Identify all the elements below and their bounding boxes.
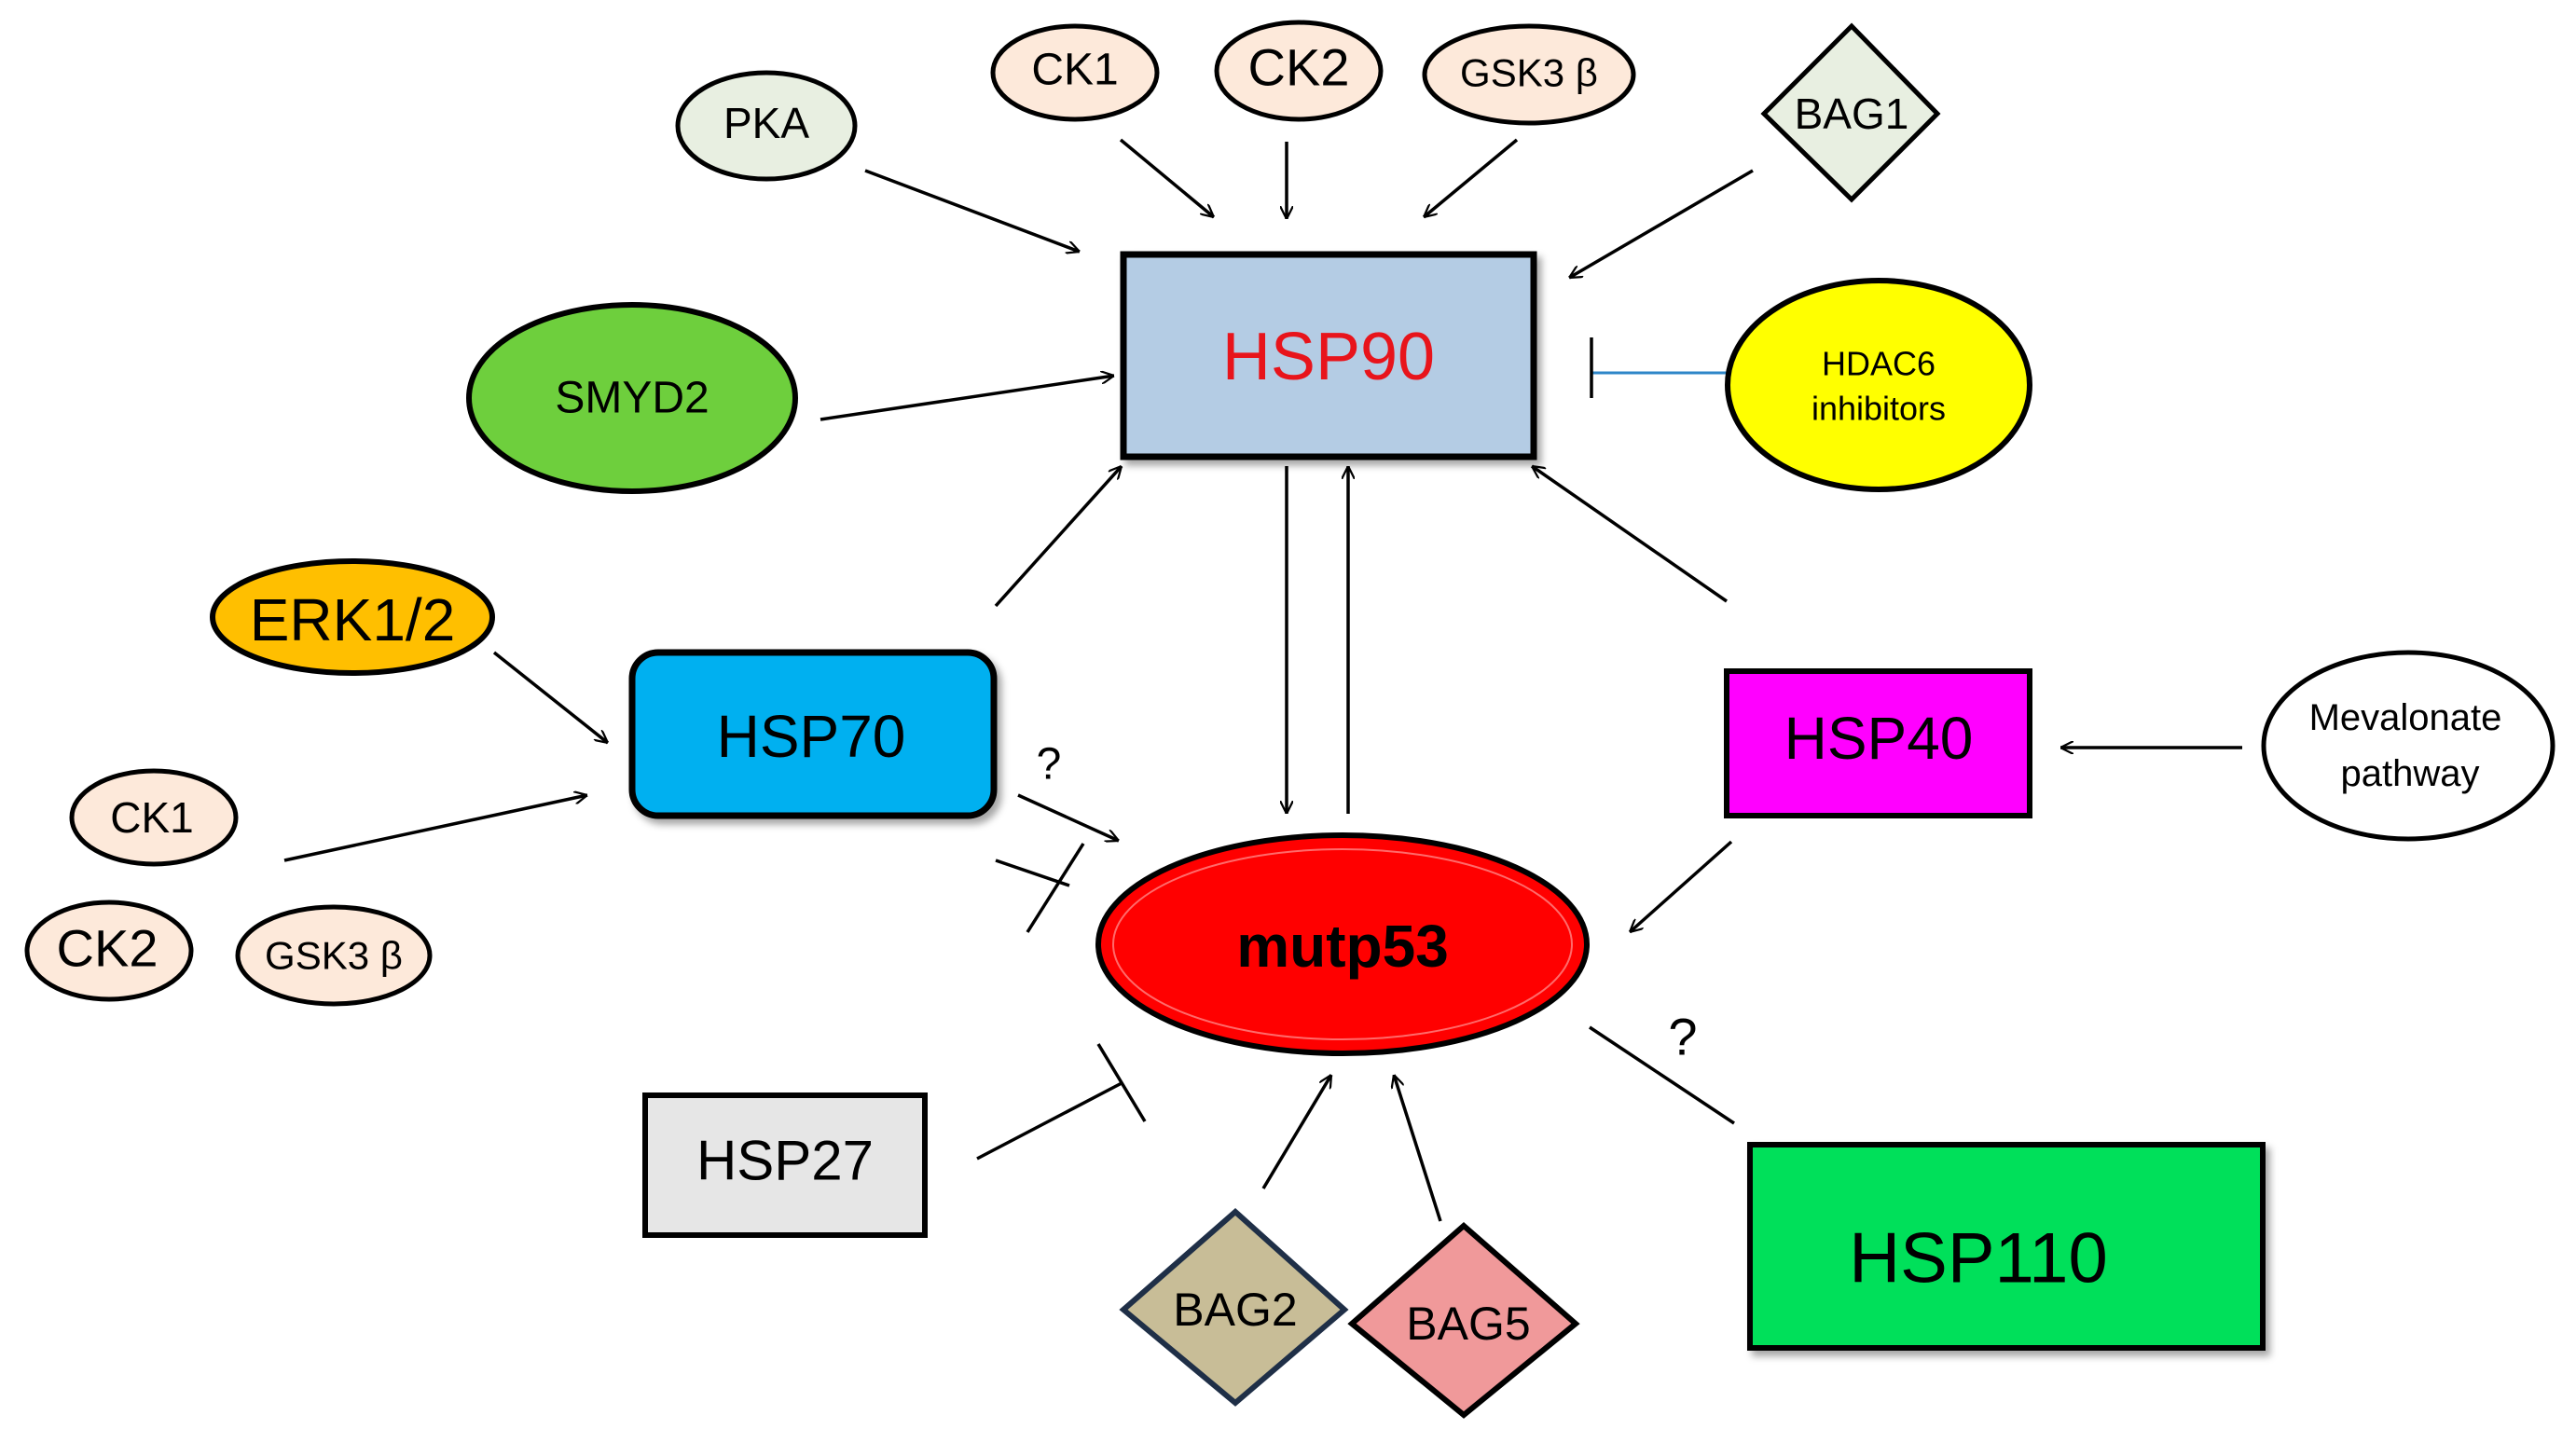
edge-hsp27-mutp53 [976, 1081, 1123, 1161]
node-hsp27: HSP27 [642, 1092, 928, 1238]
hsp40-label: HSP40 [1784, 705, 1974, 772]
edge-erk-hsp70 [492, 651, 608, 743]
node-gsk3-left: GSK3 β [235, 904, 433, 1007]
ck2-top-label: CK2 [1248, 38, 1350, 97]
edge-gsk3-hsp90 [1424, 138, 1519, 217]
pka-label: PKA [723, 99, 809, 147]
edge-bag5-mutp53 [1394, 1075, 1442, 1222]
edge-bag1-hsp90 [1569, 169, 1754, 280]
ck1-top-label: CK1 [1031, 46, 1118, 95]
edge-hsp70-mutp53-inhibition [995, 859, 1070, 887]
edge-hsp40-mutp53 [1630, 840, 1733, 932]
hsp70-label: HSP70 [717, 703, 906, 770]
edge-smyd2-hsp90 [820, 376, 1114, 421]
erk-label: ERK1/2 [250, 586, 456, 653]
node-bag2: BAG2 [1119, 1207, 1349, 1407]
hsp27-label: HSP27 [696, 1130, 874, 1192]
bag1-label: BAG1 [1795, 89, 1909, 138]
hdac6-label-line1: HDAC6 [1822, 345, 1935, 383]
mutp53-label: mutp53 [1236, 913, 1449, 980]
ck2-left-label: CK2 [57, 919, 158, 978]
node-hsp110: HSP110 [1747, 1142, 2266, 1351]
node-bag1: BAG1 [1760, 22, 1941, 203]
node-ck2-top: CK2 [1214, 20, 1384, 122]
node-hsp40: HSP40 [1724, 668, 2032, 818]
edge-hsp70-hsp90 [994, 466, 1122, 608]
hsp90-label: HSP90 [1222, 320, 1435, 394]
hdac6-label-line2: inhibitors [1811, 390, 1946, 428]
edges [283, 138, 2242, 1222]
bag5-label: BAG5 [1406, 1298, 1530, 1350]
node-bag5: BAG5 [1347, 1222, 1580, 1419]
edge-ck1-hsp90 [1119, 138, 1214, 217]
node-erk: ERK1/2 [210, 558, 495, 676]
node-mutp53: mutp53 [1095, 832, 1590, 1056]
smyd2-label: SMYD2 [555, 374, 709, 423]
edge-hsp70-mutp53-activation [1017, 793, 1119, 841]
edge-hsp40-hsp90 [1532, 464, 1728, 603]
gsk3-top-label: GSK3 β [1460, 51, 1598, 95]
edge-kinases-hsp70 [283, 795, 587, 862]
node-smyd2: SMYD2 [466, 302, 798, 494]
edge-hsp70-mutp53-inhibition-bar [1026, 843, 1085, 933]
node-pka: PKA [675, 70, 858, 182]
node-hsp70: HSP70 [628, 649, 998, 819]
node-ck1-left: CK1 [69, 768, 239, 867]
edge-bag2-mutp53 [1261, 1075, 1333, 1189]
node-ck2-left: CK2 [24, 900, 194, 1002]
node-hdac6-inhibitors: HDAC6 inhibitors [1725, 278, 2032, 492]
edge-pka-hsp90 [864, 169, 1080, 252]
question-mark-hsp110-mutp53: ? [1668, 1008, 1697, 1066]
node-mevalonate-pathway: Mevalonate pathway [2261, 650, 2555, 842]
hsp110-label: HSP110 [1849, 1219, 2107, 1298]
mevalonate-label-line1: Mevalonate [2309, 697, 2502, 738]
bag2-label: BAG2 [1173, 1284, 1297, 1336]
edge-hsp27-mutp53-bar [1096, 1043, 1147, 1122]
ck1-left-label: CK1 [110, 793, 193, 842]
node-gsk3-top: GSK3 β [1422, 23, 1636, 126]
question-mark-hsp70-mutp53: ? [1037, 740, 1062, 790]
node-ck1-top: CK1 [990, 23, 1160, 122]
edge-hsp110-mutp53 [1589, 1025, 1735, 1125]
gsk3-left-label: GSK3 β [265, 934, 403, 978]
mevalonate-label-line2: pathway [2341, 753, 2480, 794]
node-hsp90: HSP90 [1120, 251, 1537, 460]
